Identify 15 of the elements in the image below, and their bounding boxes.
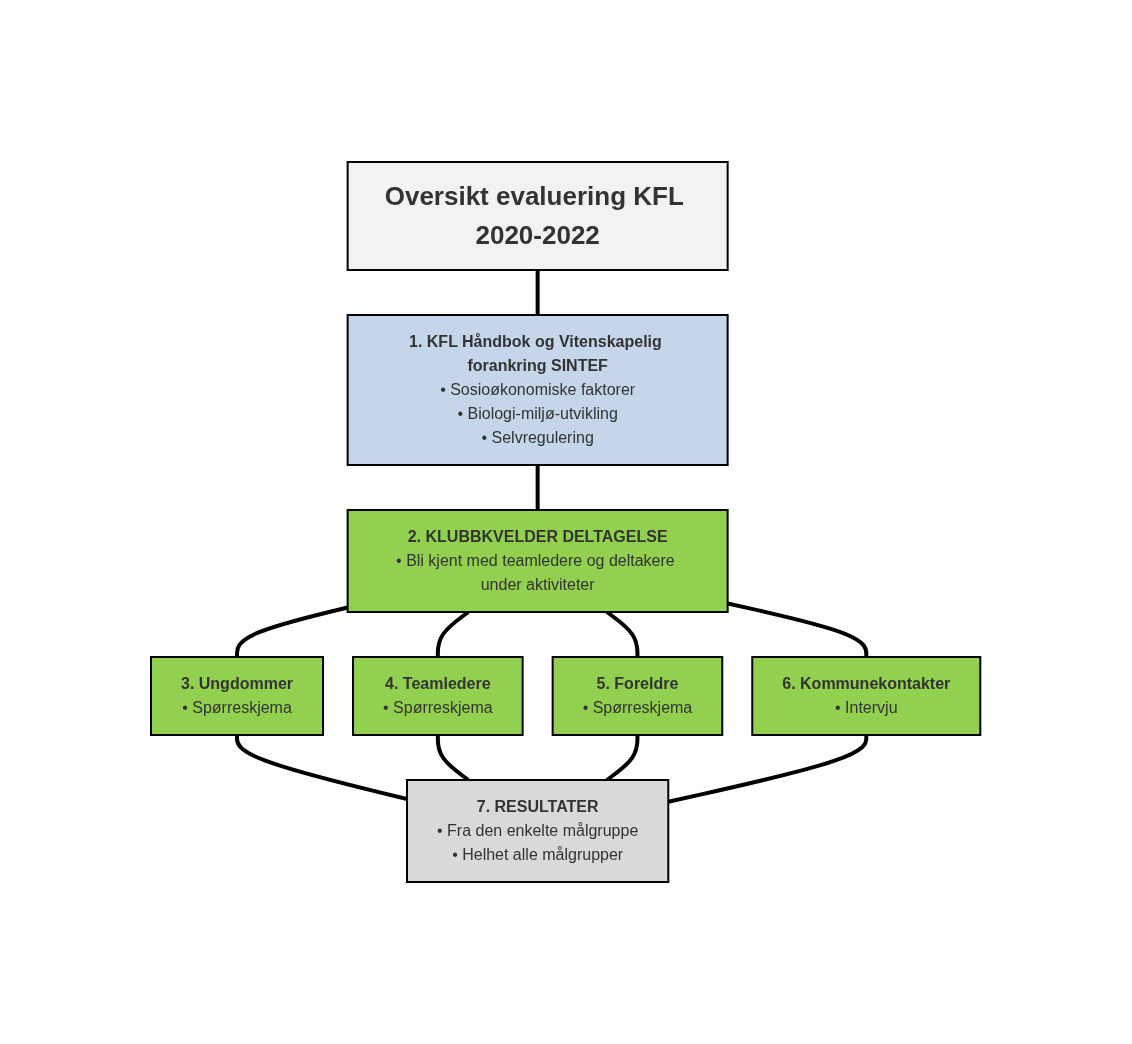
node-box: Oversikt evaluering KFL 2020-2022	[347, 161, 729, 271]
connector	[727, 601, 869, 657]
connector	[668, 735, 869, 804]
node-box: 4. Teamledere • Spørreskjema	[352, 656, 524, 736]
connector	[536, 270, 540, 315]
node-box: 3. Ungdommer • Spørreskjema	[150, 656, 325, 736]
node-box: 5. Foreldre • Spørreskjema	[552, 656, 724, 736]
connector	[436, 735, 470, 782]
connector	[606, 735, 640, 782]
node-box: 1. KFL Håndbok og Vitenskapelig forankring SINTEF • Sosioøkonomiske faktorer • Biologi-miljø-utvikling • Selvregulering	[347, 314, 729, 466]
node-box: 7. RESULTATER • Fra den enkelte målgruppe • Helhet alle målgrupper	[406, 779, 670, 883]
node-box: 6. Kommunekontakter • Intervju	[751, 656, 982, 736]
node-box: 2. KLUBBKVELDER DELTAGELSE • Bli kjent med teamledere og deltakere under aktiviteter	[347, 509, 729, 613]
connector	[536, 465, 540, 510]
connector	[235, 735, 408, 801]
